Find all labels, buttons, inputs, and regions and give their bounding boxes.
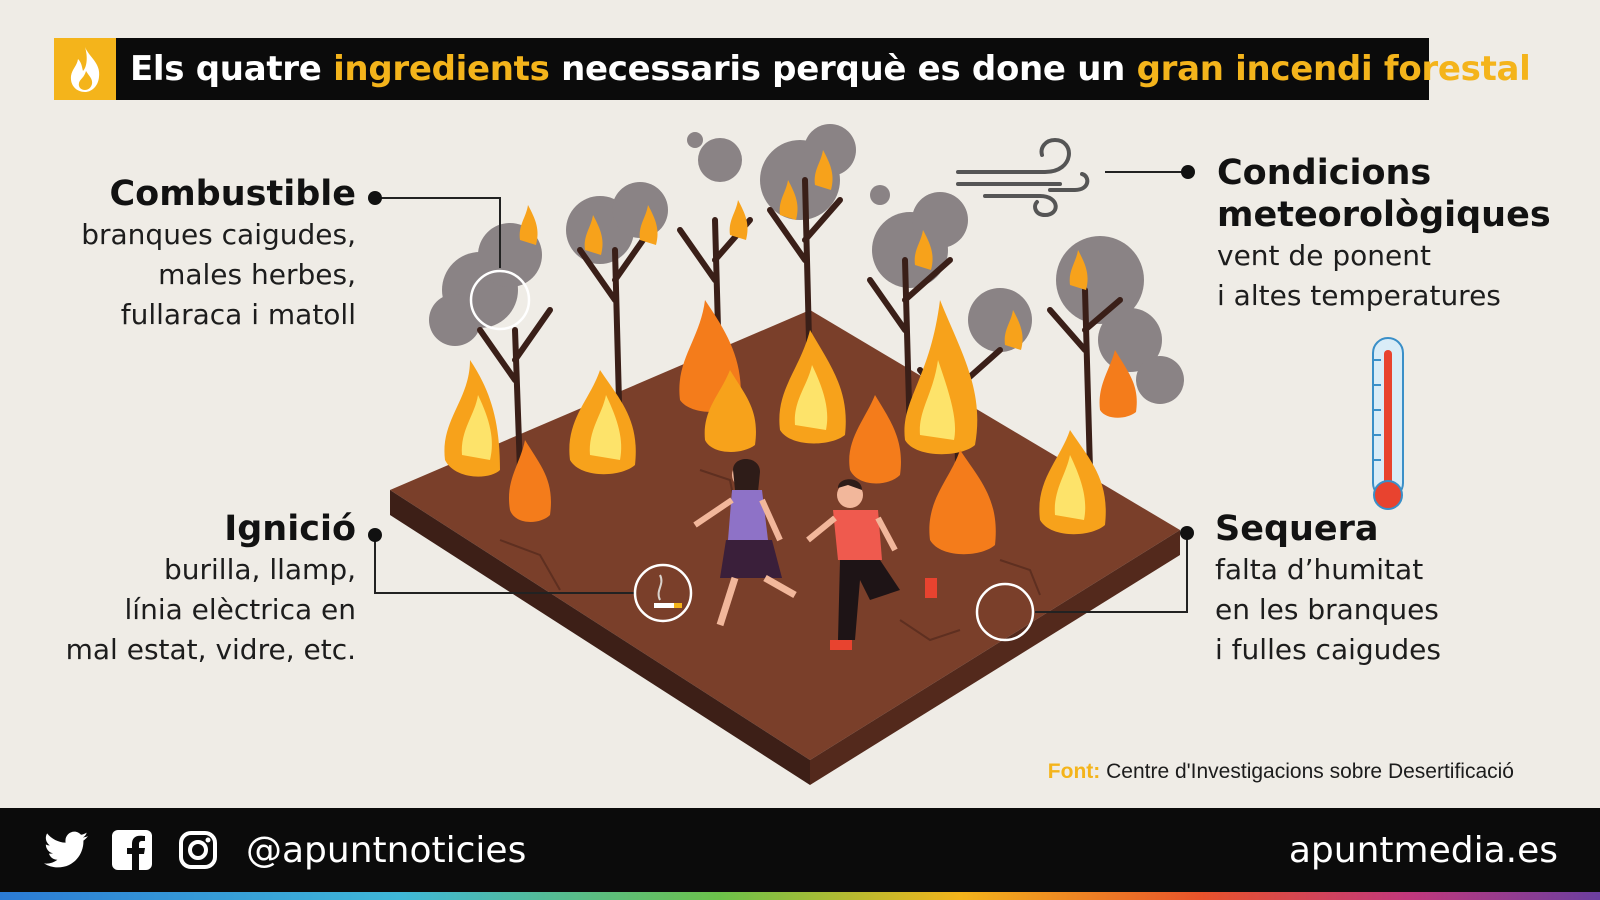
thermometer-icon <box>1372 337 1404 510</box>
callout-line: fullaraca i matoll <box>120 298 356 331</box>
highlight-circle <box>975 582 1035 642</box>
callout-line: en les branques <box>1215 593 1439 626</box>
source-key: Font: <box>1047 760 1101 783</box>
facebook-icon[interactable] <box>108 826 156 874</box>
callout-line: branques caigudes, <box>81 218 356 251</box>
callout-heading: Combustible <box>109 174 356 214</box>
source-credit: Font: Centre d'Investigacions sobre Dese… <box>1048 760 1514 784</box>
callout-line: burilla, llamp, <box>164 553 356 586</box>
callout-line: i altes temperatures <box>1217 279 1501 312</box>
site-link[interactable]: apuntmedia.es <box>1288 829 1558 871</box>
callout-line: i fulles caigudes <box>1215 633 1441 666</box>
social-links: @apuntnoticies <box>42 826 526 874</box>
flame-icon <box>54 38 116 100</box>
callout-sequera: Sequera falta d’humitat en les branques … <box>1215 508 1441 670</box>
highlight-circle <box>633 563 693 623</box>
title-bar: Els quatre ingredients necessaris perquè… <box>54 38 1531 100</box>
instagram-icon[interactable] <box>174 826 222 874</box>
callout-combustible: Combustible branques caigudes, males her… <box>81 173 356 335</box>
source-text: Centre d'Investigacions sobre Desertific… <box>1100 760 1514 783</box>
callout-heading: Sequera <box>1215 509 1379 549</box>
callout-dot <box>368 191 382 205</box>
footer-bar: @apuntnoticies apuntmedia.es <box>0 808 1600 892</box>
callout-heading: meteorològiques <box>1217 195 1551 235</box>
callout-line: males herbes, <box>158 258 356 291</box>
callout-heading: Ignició <box>224 509 356 549</box>
wind-icon <box>956 137 1090 218</box>
callout-condicions: Condicions meteorològiques vent de ponen… <box>1217 152 1551 316</box>
twitter-icon[interactable] <box>42 826 90 874</box>
callout-dot <box>1180 526 1194 540</box>
callout-line: vent de ponent <box>1217 239 1431 272</box>
callout-line: mal estat, vidre, etc. <box>65 633 356 666</box>
callout-heading: Condicions <box>1217 153 1432 193</box>
brand-stripe <box>0 892 1600 900</box>
page-title: Els quatre ingredients necessaris perquè… <box>130 49 1531 89</box>
callout-ignicio: Ignició burilla, llamp, línia elèctrica … <box>66 508 356 670</box>
highlight-circle <box>469 269 531 331</box>
callout-connectors <box>374 171 1188 613</box>
callout-line: línia elèctrica en <box>124 593 356 626</box>
callout-dot <box>368 528 382 542</box>
social-handle[interactable]: @apuntnoticies <box>246 829 527 871</box>
cigarette-icon <box>654 574 682 608</box>
callout-line: falta d’humitat <box>1215 553 1424 586</box>
callout-dot <box>1181 165 1195 179</box>
